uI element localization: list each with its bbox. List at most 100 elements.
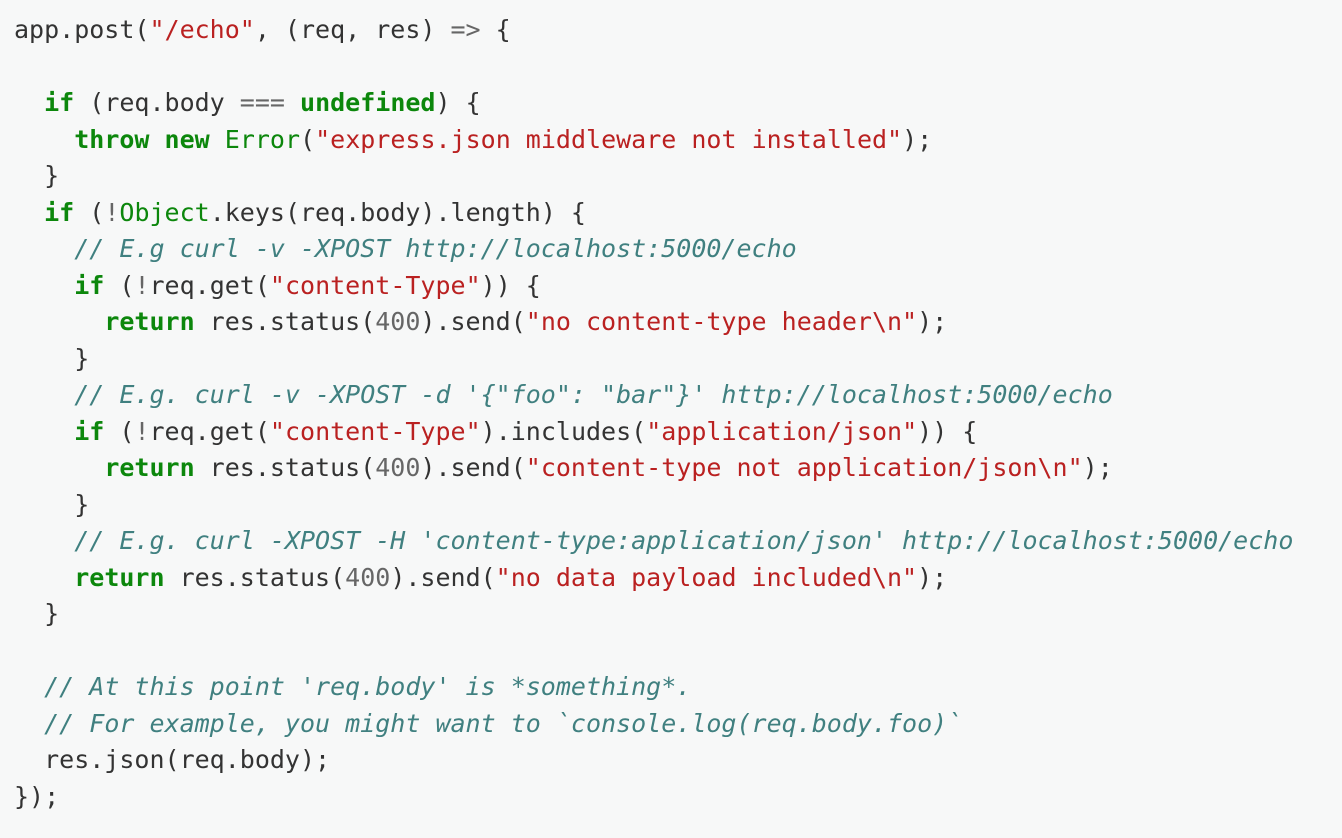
code-token-n: Error [224,124,301,154]
code-token-k: return [74,562,165,592]
code-content: app.post("/echo", (req, res) => { if (re… [14,12,1328,815]
code-token-k: undefined [300,88,436,117]
code-token-k: if [44,88,75,117]
code-token-p [14,709,44,738]
code-line: }); [14,779,1328,816]
code-line: } [14,596,1328,633]
code-token-s: "content-type not application/json\n" [525,453,1083,482]
code-token-p: } [14,599,60,628]
code-token-p: res.status( [194,307,376,336]
code-token-p [14,417,74,446]
code-token-p [210,125,225,154]
code-line [14,633,1328,670]
code-token-p: ( [300,124,316,154]
code-token-p: ).send( [420,307,526,336]
code-line: // E.g. curl -v -XPOST -d '{"foo": "bar"… [14,377,1328,414]
code-token-p [14,234,74,263]
code-token-p [14,271,74,300]
code-token-k: if [74,416,105,446]
code-token-s: "express.json middleware not installed" [315,124,903,154]
code-token-p: req.get( [149,270,270,300]
code-token-p [149,125,164,154]
code-token-p [14,88,44,117]
code-token-c: // E.g. curl -XPOST -H 'content-type:app… [74,526,1294,555]
code-token-p: ) { [435,88,481,117]
code-token-k: throw [74,124,150,154]
code-token-s: "application/json" [646,416,918,446]
code-token-k: if [74,270,105,300]
code-token-p: { [480,15,511,44]
code-token-c: // E.g curl -v -XPOST http://localhost:5… [74,234,797,263]
code-line: app.post("/echo", (req, res) => { [14,12,1328,49]
code-token-p [14,307,104,336]
code-token-p: }); [14,781,60,811]
code-line: throw new Error("express.json middleware… [14,122,1328,159]
code-token-p: ); [902,124,933,154]
code-line: // E.g curl -v -XPOST http://localhost:5… [14,231,1328,268]
code-token-p: ); [917,307,948,336]
code-token-p: ).includes( [480,416,647,446]
code-line: } [14,487,1328,524]
code-token-p: } [14,489,90,519]
code-token-p [14,198,44,227]
code-token-k: return [104,453,195,482]
code-token-o: ! [104,197,120,227]
code-line: res.json(req.body); [14,742,1328,779]
code-token-s: "/echo" [149,15,255,44]
code-token-p: ( [104,270,135,300]
code-token-c: // At this point 'req.body' is *somethin… [44,672,692,701]
code-token-p [14,453,104,482]
code-token-p: ); [917,562,948,592]
code-token-p: , (req, res) [254,15,451,44]
code-token-m: 400 [375,453,421,482]
code-token-p [14,380,74,409]
code-token-p [14,125,74,154]
code-line: return res.status(400).send("no data pay… [14,560,1328,597]
code-token-p: app.post( [14,15,150,44]
code-token-p: )) { [917,416,978,446]
code-token-p: (req.body [74,88,240,117]
code-token-p [14,563,74,592]
code-token-o: ! [134,270,150,300]
code-token-s: "content-Type" [269,270,481,300]
code-token-p: res.status( [194,453,376,482]
code-token-s: "no data payload included\n" [495,562,918,592]
code-token-m: 400 [375,307,421,336]
code-line: // E.g. curl -XPOST -H 'content-type:app… [14,523,1328,560]
code-line [14,49,1328,86]
code-token-o: ! [134,416,150,446]
code-line: if (req.body === undefined) { [14,85,1328,122]
code-token-k: new [164,124,210,154]
code-line: return res.status(400).send("no content-… [14,304,1328,341]
code-line: if (!req.get("content-Type").includes("a… [14,414,1328,451]
code-line: return res.status(400).send("content-typ… [14,450,1328,487]
code-token-p: ).send( [390,562,496,592]
code-token-p [14,672,44,701]
code-token-p: ).send( [420,453,526,482]
code-token-c: // For example, you might want to `conso… [44,708,963,738]
code-line: } [14,341,1328,378]
code-line: if (!req.get("content-Type")) { [14,268,1328,305]
code-token-p [14,526,74,555]
code-line: // For example, you might want to `conso… [14,706,1328,743]
code-line: } [14,158,1328,195]
code-token-p: res.json(req.body); [14,745,331,774]
code-token-n: Object [119,197,210,227]
code-token-p: .keys(req.body).length) { [209,197,586,227]
code-token-o: => [450,15,481,44]
code-token-p [285,88,300,117]
code-token-s: "no content-type header\n" [525,307,918,336]
code-token-p: ( [74,197,105,227]
code-token-p: req.get( [149,416,270,446]
code-token-k: return [104,307,195,336]
code-line: // At this point 'req.body' is *somethin… [14,669,1328,706]
code-token-p: )) { [480,270,541,300]
code-token-o: === [239,88,285,117]
code-token-c: // E.g. curl -v -XPOST -d '{"foo": "bar"… [74,380,1113,409]
code-token-p: ); [1082,453,1113,482]
code-token-s: "content-Type" [269,416,481,446]
code-token-p: res.status( [164,562,346,592]
code-token-p: } [14,343,90,373]
code-token-m: 400 [345,562,391,592]
